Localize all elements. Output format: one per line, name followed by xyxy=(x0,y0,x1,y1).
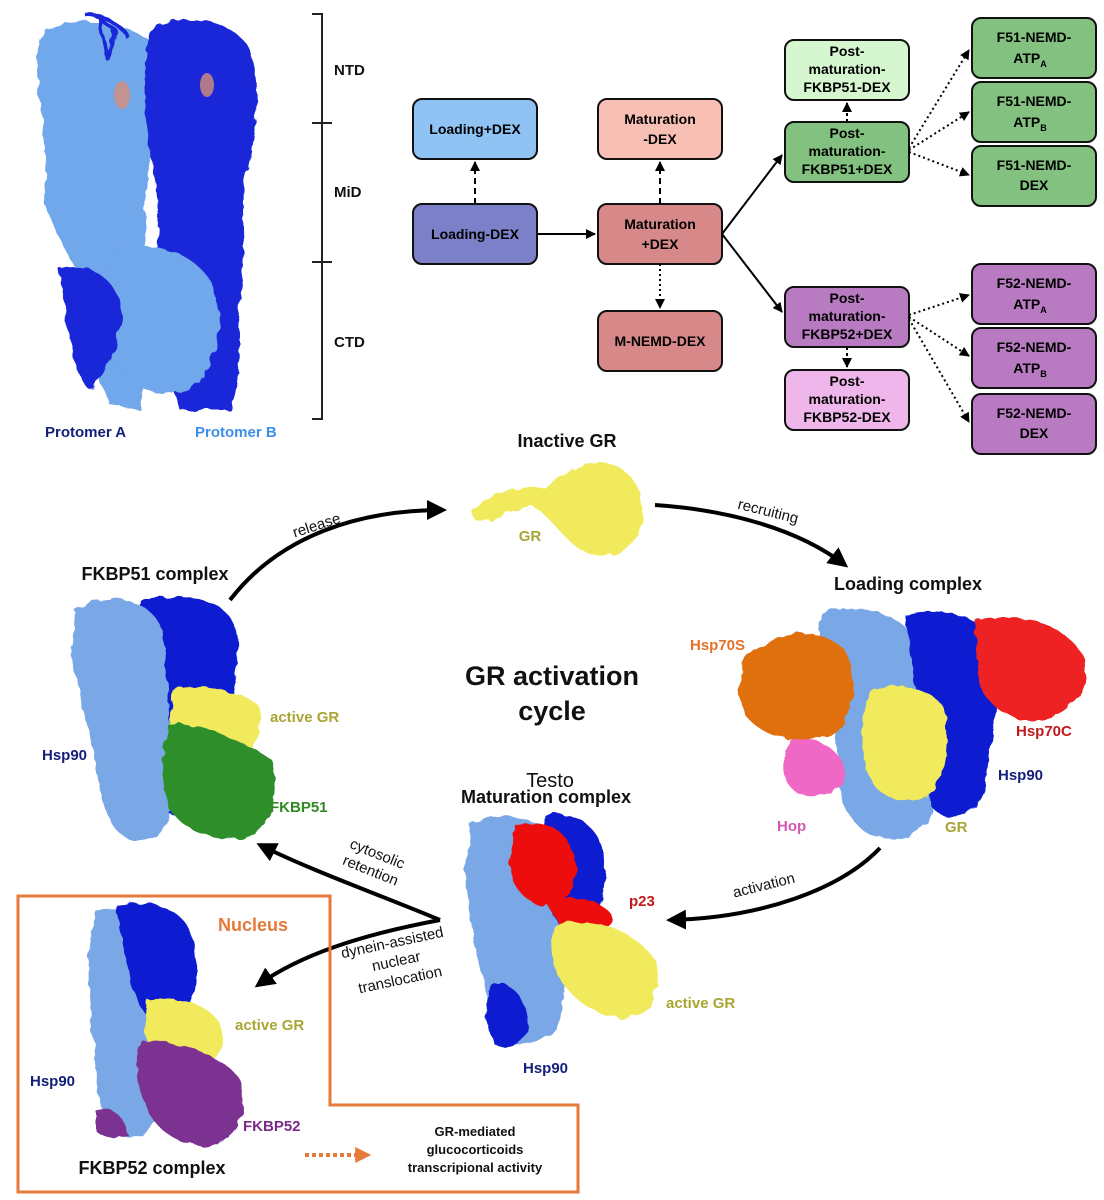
box-f51-dex-line1: F51-NEMD- xyxy=(997,157,1072,173)
fkbp51-hsp90-label: Hsp90 xyxy=(42,747,87,764)
box-post-fkbp52-minus-line2: maturation- xyxy=(809,391,886,407)
domain-bracket xyxy=(312,13,332,420)
box-post-fkbp51-minus-dex xyxy=(784,39,910,101)
box-f51-atp-a-line1: F51-NEMD- xyxy=(997,29,1072,45)
box-f52-atp-b-line1: F52-NEMD- xyxy=(997,339,1072,355)
box-post-fkbp51-minus-line1: Post- xyxy=(830,43,865,59)
box-f52-atp-b-line2: ATPB xyxy=(1013,360,1047,379)
inactive-gr-surface xyxy=(470,462,644,556)
box-post-fkbp52-plus-line2: maturation- xyxy=(809,308,886,324)
box-f52-atp-a-atp: ATP xyxy=(1013,296,1040,312)
fkbp52-complex-surface xyxy=(88,903,244,1146)
loading-gr-label: GR xyxy=(945,819,968,836)
flowchart-arrows xyxy=(470,49,970,423)
box-maturation-minus-dex-line1: Maturation xyxy=(624,111,696,127)
box-f52-dex-line1: F52-NEMD- xyxy=(997,405,1072,421)
box-f51-atp-a-sub: A xyxy=(1040,59,1047,69)
fkbp51-complex-title: FKBP51 complex xyxy=(81,564,228,584)
box-f51-nemd-atp-a xyxy=(971,17,1097,79)
gr-mediated-line3: transcripional activity xyxy=(408,1160,543,1175)
box-f52-atp-b-atp: ATP xyxy=(1013,360,1040,376)
box-f52-atp-b-sub: B xyxy=(1040,369,1047,379)
fkbp52-complex-title: FKBP52 complex xyxy=(78,1158,225,1178)
gr-mediated-line1: GR-mediated xyxy=(435,1124,516,1139)
domain-ctd-label: CTD xyxy=(334,334,365,351)
inactive-gr-label: GR xyxy=(519,528,542,545)
box-f51-dex-line2: DEX xyxy=(1020,177,1049,193)
box-loading-plus-dex xyxy=(412,98,538,160)
box-post-fkbp52-minus-line1: Post- xyxy=(830,373,865,389)
box-maturation-plus-dex xyxy=(597,203,723,265)
fkbp51-active-gr-label: active GR xyxy=(270,709,339,726)
box-f51-nemd-atp-b xyxy=(971,81,1097,143)
maturation-hsp90-label: Hsp90 xyxy=(523,1060,568,1077)
fkbp51-complex-surface xyxy=(72,596,275,841)
box-f52-dex-line2: DEX xyxy=(1020,425,1049,441)
gr-mediated-line2: glucocorticoids xyxy=(427,1142,524,1157)
maturation-complex-surface xyxy=(465,814,659,1047)
domain-mid-label: MiD xyxy=(334,184,362,201)
recruiting-label: recruiting xyxy=(736,496,800,527)
box-f51-atp-b-atp: ATP xyxy=(1013,114,1040,130)
loading-complex-title: Loading complex xyxy=(834,574,982,594)
box-m-nemd-dex xyxy=(597,310,723,372)
box-post-fkbp51-minus-line2: maturation- xyxy=(809,61,886,77)
testo-label: Testo xyxy=(526,770,574,792)
flowchart: Loading+DEX Loading-DEX Maturation -DEX … xyxy=(412,17,1097,455)
box-f51-atp-b-sub: B xyxy=(1040,123,1047,133)
box-f52-atp-a-line1: F52-NEMD- xyxy=(997,275,1072,291)
box-post-fkbp51-plus-line3: FKBP51+DEX xyxy=(802,161,893,177)
box-f52-nemd-atp-a xyxy=(971,263,1097,325)
hsp70c-label: Hsp70C xyxy=(1016,723,1072,740)
hsp90-ribbon-structure xyxy=(37,12,258,410)
box-f51-atp-b-line1: F51-NEMD- xyxy=(997,93,1072,109)
box-maturation-plus-dex-line1: Maturation xyxy=(624,216,696,232)
box-post-fkbp51-plus-line1: Post- xyxy=(830,125,865,141)
fkbp52-active-gr-label: active GR xyxy=(235,1017,304,1034)
box-maturation-minus-dex xyxy=(597,98,723,160)
fkbp51-label: FKBP51 xyxy=(270,799,328,816)
box-f52-atp-a-sub: A xyxy=(1040,305,1047,315)
box-loading-plus-dex-label: Loading+DEX xyxy=(429,121,521,137)
box-f52-atp-a-line2: ATPA xyxy=(1013,296,1047,315)
protomer-a-label: Protomer A xyxy=(45,424,126,441)
cycle-title-line1: GR activation xyxy=(465,661,639,691)
maturation-active-gr-label: active GR xyxy=(666,995,735,1012)
fkbp52-hsp90-label: Hsp90 xyxy=(30,1073,75,1090)
box-post-fkbp51-minus-line3: FKBP51-DEX xyxy=(803,79,891,95)
loading-hsp90-label: Hsp90 xyxy=(998,767,1043,784)
box-f52-nemd-dex xyxy=(971,393,1097,455)
hsp70s-label: Hsp70S xyxy=(690,637,745,654)
nucleus-boundary xyxy=(16,894,580,1194)
box-post-fkbp52-minus-line3: FKBP52-DEX xyxy=(803,409,891,425)
box-maturation-plus-dex-line2: +DEX xyxy=(642,236,680,252)
inactive-gr-title: Inactive GR xyxy=(517,431,616,451)
box-maturation-minus-dex-line2: -DEX xyxy=(643,131,677,147)
release-label: release xyxy=(291,510,343,541)
nucleus-label: Nucleus xyxy=(218,915,288,935)
box-f51-atp-a-line2: ATPA xyxy=(1013,50,1047,69)
box-post-fkbp52-plus-line1: Post- xyxy=(830,290,865,306)
box-post-fkbp51-plus-line2: maturation- xyxy=(809,143,886,159)
hop-label: Hop xyxy=(777,818,806,835)
cycle-arrows xyxy=(228,500,882,988)
box-f52-nemd-atp-b xyxy=(971,327,1097,389)
p23-label: p23 xyxy=(629,893,655,910)
box-f51-atp-b-line2: ATPB xyxy=(1013,114,1047,133)
box-m-nemd-dex-label: M-NEMD-DEX xyxy=(615,333,707,349)
protomer-b-label: Protomer B xyxy=(195,424,277,441)
box-f51-nemd-dex xyxy=(971,145,1097,207)
box-f51-atp-a-atp: ATP xyxy=(1013,50,1040,66)
box-post-fkbp52-minus-dex xyxy=(784,369,910,431)
loading-complex-surface xyxy=(738,608,1086,839)
maturation-complex-title: Maturation complex xyxy=(461,787,631,807)
fkbp52-label: FKBP52 xyxy=(243,1118,301,1135)
box-post-fkbp52-plus-line3: FKBP52+DEX xyxy=(802,326,893,342)
box-loading-minus-dex-label: Loading-DEX xyxy=(431,226,520,242)
domain-ntd-label: NTD xyxy=(334,62,365,79)
cycle-title-line2: cycle xyxy=(518,696,586,726)
activation-label: activation xyxy=(731,870,797,902)
